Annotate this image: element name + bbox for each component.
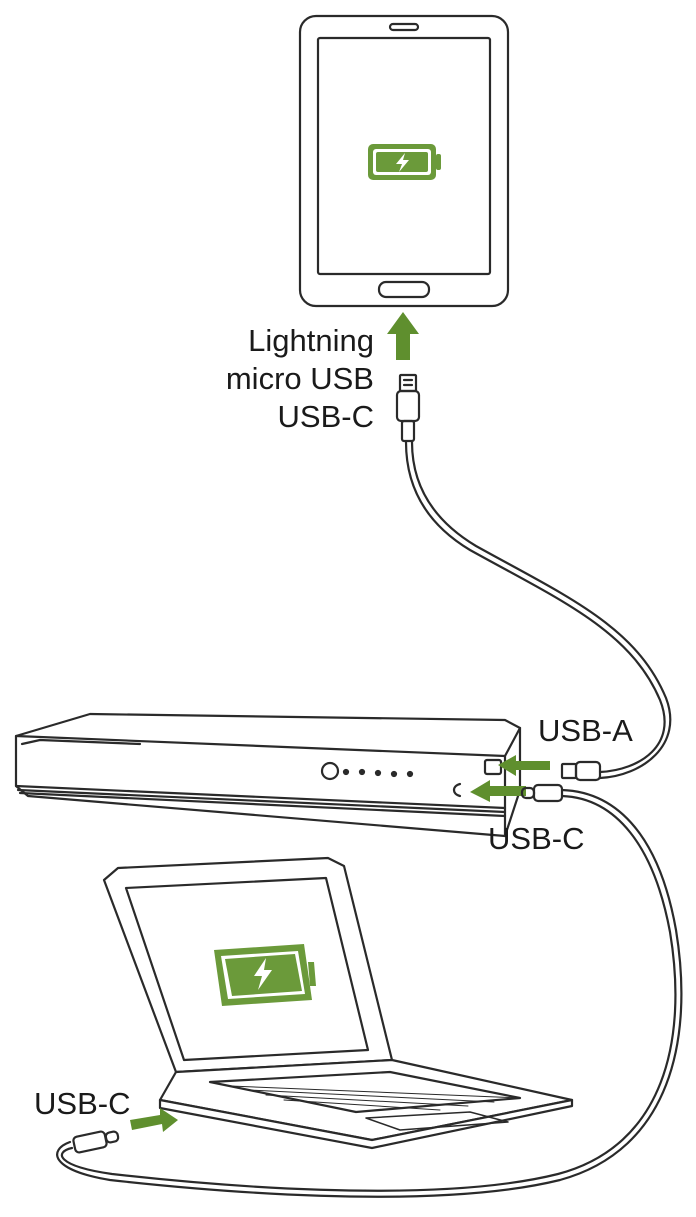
led-4 [390,770,398,778]
power-bank [14,712,522,838]
powerbank-input-arrows [470,755,550,802]
label-usb-a: USB-A [538,713,633,748]
usb-a-arrow [498,755,550,776]
power-button [320,761,340,781]
label-phone-usb-c: USB-C [277,399,374,434]
laptop-input-arrow [130,1108,178,1132]
phone-home-button [377,280,431,299]
usb-a-port [483,758,503,776]
usb-a-plug [560,760,602,782]
laptop-usb-c-plug [72,1130,120,1154]
label-micro-usb: micro USB [225,361,374,396]
label-lightning: Lightning [248,323,374,358]
phone-speaker [388,22,420,32]
label-laptop-usb-c: USB-C [34,1086,131,1121]
phone-cable-connector [395,373,421,443]
laptop-battery-charging-icon [214,944,316,1006]
label-powerbank-usb-c: USB-C [488,821,585,856]
powerbank-usb-c-plug [520,783,564,803]
usb-c-port [452,782,462,798]
led-1 [342,768,350,776]
led-3 [374,769,382,777]
phone-battery-charging-icon [368,144,441,180]
led-5 [406,770,414,778]
phone-input-arrow [387,312,419,360]
phone-cable [404,440,672,780]
laptop-cable [56,788,683,1198]
laptop-device [102,856,574,1150]
led-2 [358,768,366,776]
usb-c-arrow [470,780,526,802]
